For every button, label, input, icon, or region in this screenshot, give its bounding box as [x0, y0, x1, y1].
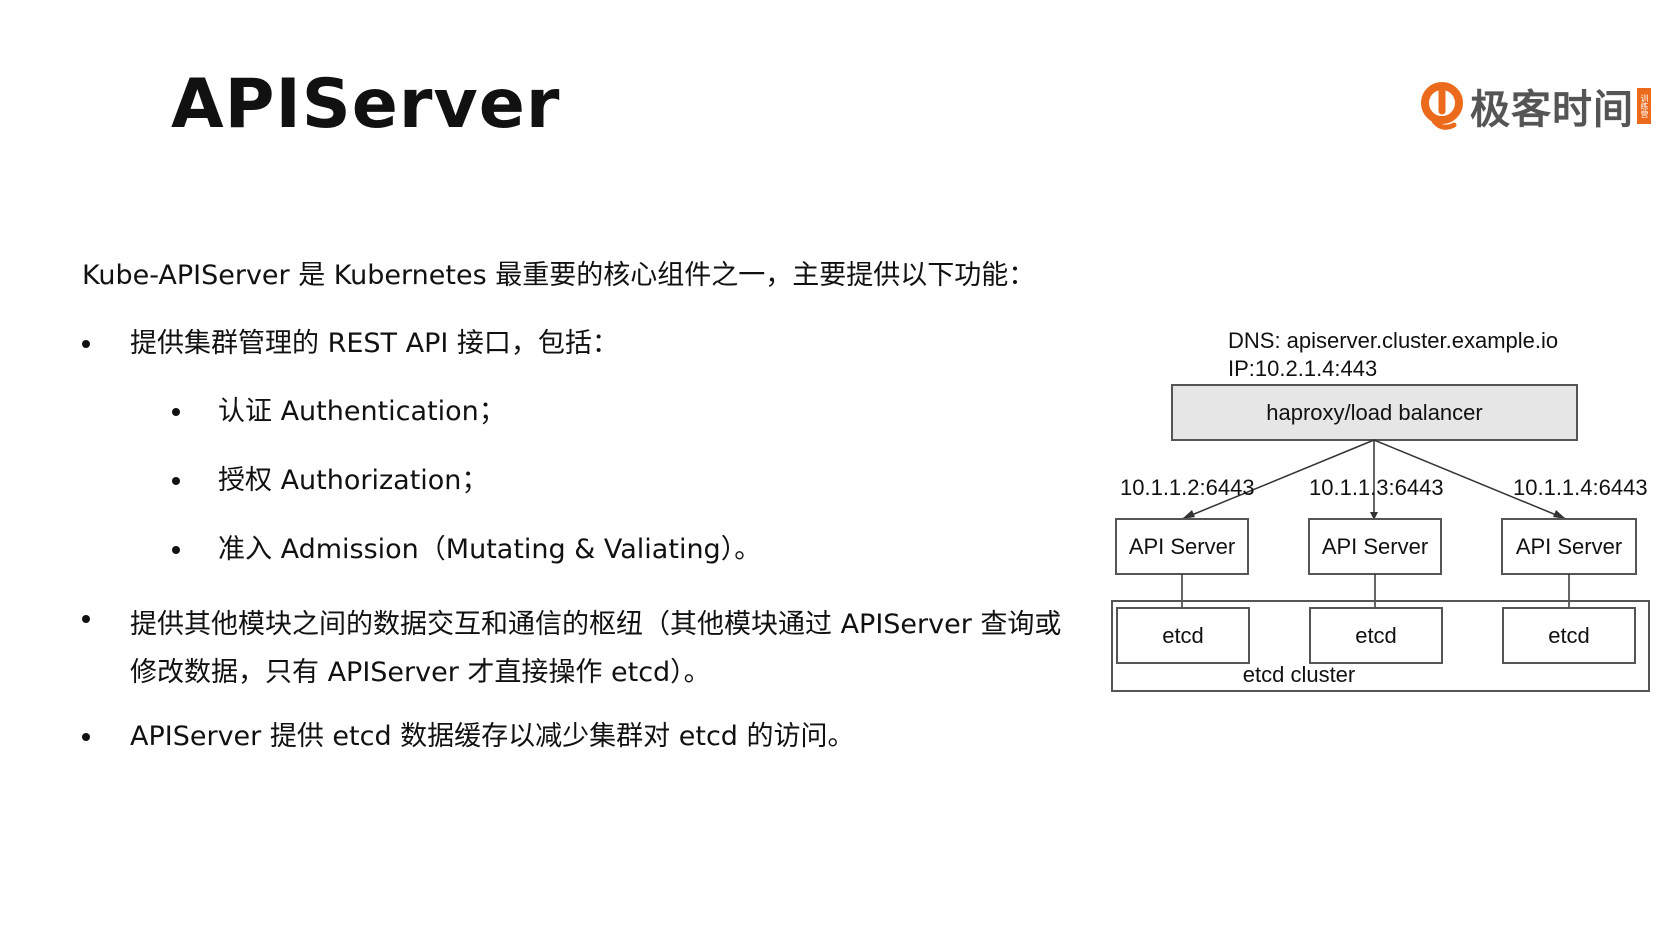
sub-bullet-text: 认证 Authentication； [218, 396, 506, 427]
bullet-dot-icon [172, 546, 180, 554]
endpoint-label-3: 10.1.1.4:6443 [1513, 475, 1648, 500]
bullet-dot-icon [82, 615, 90, 623]
geektime-logo-icon [1421, 82, 1463, 130]
apiserver-ha-diagram: DNS: apiserver.cluster.example.io IP:10.… [1100, 318, 1660, 698]
dns-label: DNS: apiserver.cluster.example.io [1228, 328, 1558, 353]
bullet-dot-icon [82, 733, 90, 741]
etcd-label-3: etcd [1548, 623, 1590, 648]
api-server-box-2 [1308, 518, 1442, 575]
ip-label: IP:10.2.1.4:443 [1228, 356, 1377, 381]
api-server-label-3: API Server [1516, 534, 1622, 559]
bullet-text: APIServer 提供 etcd 数据缓存以减少集群对 etcd 的访问。 [130, 721, 855, 752]
etcd-box-2 [1309, 607, 1443, 664]
etcd-cluster-label: etcd cluster [1243, 662, 1356, 687]
load-balancer-box [1171, 384, 1578, 441]
logo-tag: 训练营 [1637, 88, 1651, 124]
endpoint-label-1: 10.1.1.2:6443 [1120, 475, 1255, 500]
etcd-label-1: etcd [1162, 623, 1204, 648]
bullet-dot-icon [82, 340, 90, 348]
bullet-dot-icon [172, 477, 180, 485]
arrowhead-2 [1370, 512, 1378, 520]
endpoint-label-2: 10.1.1.3:6443 [1309, 475, 1444, 500]
logo-text: 极客时间 [1470, 87, 1634, 133]
etcd-label-2: etcd [1355, 623, 1397, 648]
api-server-label-1: API Server [1129, 534, 1235, 559]
arrowhead-3 [1553, 510, 1566, 519]
etcd-cluster-box [1111, 600, 1650, 692]
lb-link-1 [1181, 439, 1375, 520]
sub-bullet-text: 准入 Admission（Mutating & Valiating）。 [218, 534, 762, 565]
page-title: APIServer [171, 65, 561, 144]
sub-bullet-text: 授权 Authorization； [218, 465, 489, 496]
api-server-label-2: API Server [1322, 534, 1428, 559]
diagram-canvas: DNS: apiserver.cluster.example.io IP:10.… [1111, 328, 1650, 692]
lb-link-3 [1373, 439, 1567, 520]
etcd-box-3 [1502, 607, 1636, 664]
bullet-text: 提供其他模块之间的数据交互和通信的枢纽（其他模块通过 APIServer 查询或… [130, 609, 1062, 688]
api-server-box-3 [1501, 518, 1637, 575]
arrowhead-1 [1182, 510, 1195, 519]
etcd-box-1 [1116, 607, 1250, 664]
load-balancer-label: haproxy/load balancer [1266, 400, 1482, 425]
intro-text: Kube-APIServer 是 Kubernetes 最重要的核心组件之一，主… [82, 260, 1036, 291]
brand-logo: 极客时间 训练营 [1420, 76, 1651, 136]
bullet-dot-icon [172, 408, 180, 416]
api-server-box-1 [1115, 518, 1249, 575]
bullet-text: 提供集群管理的 REST API 接口，包括： [130, 328, 619, 359]
